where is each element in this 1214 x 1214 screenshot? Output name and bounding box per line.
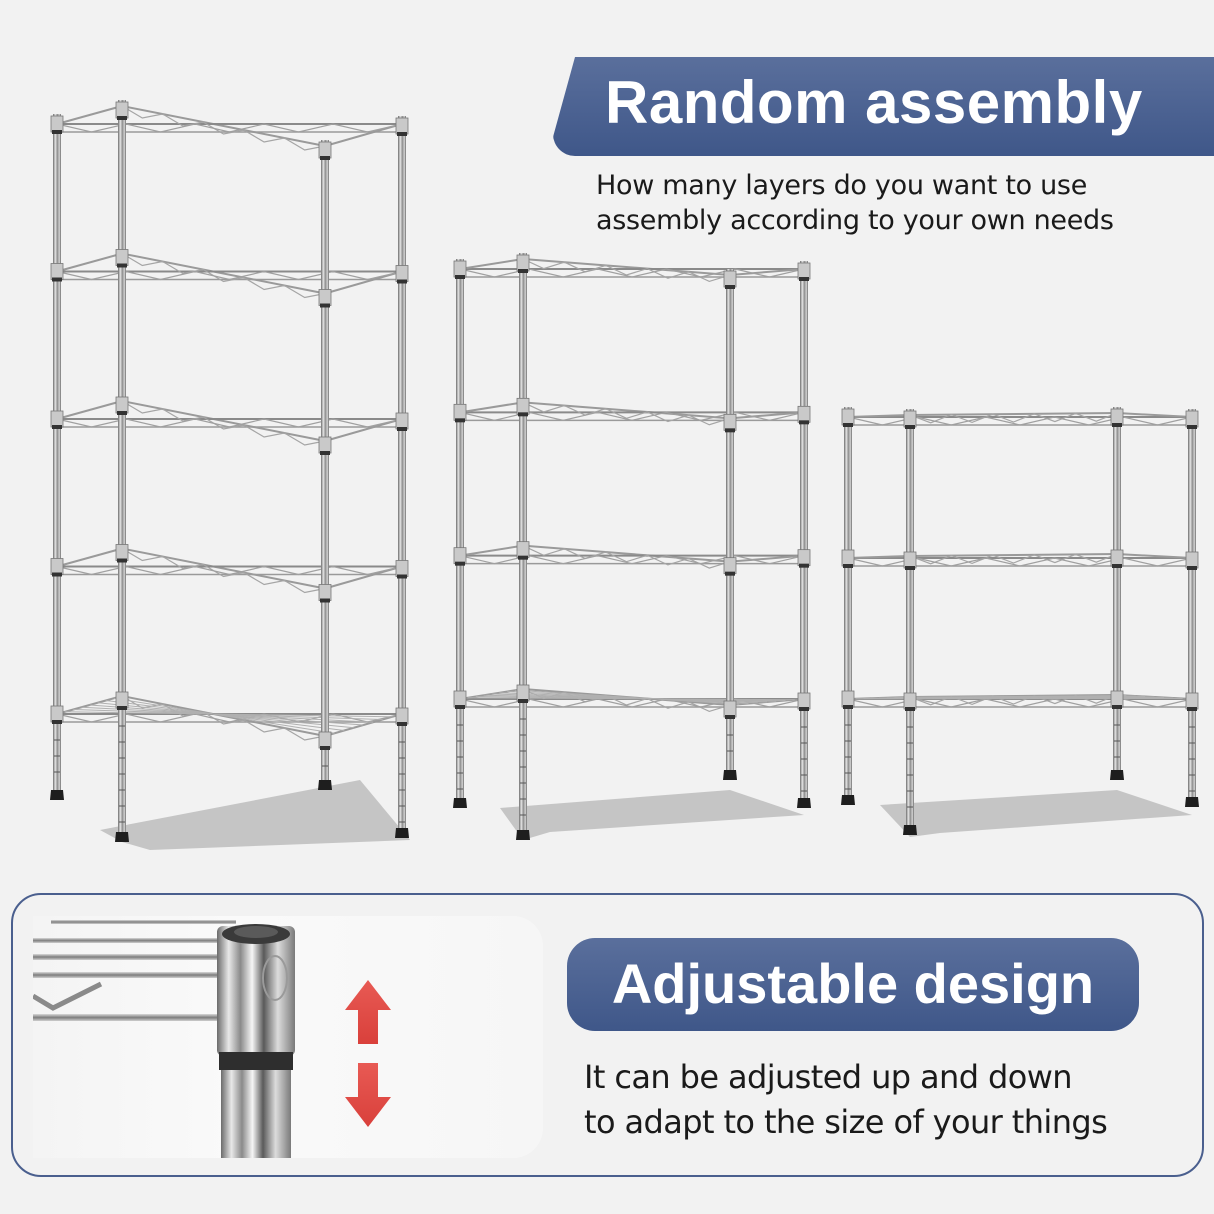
description-line: to adapt to the size of your things: [584, 1103, 1108, 1141]
description-line: assembly according to your own needs: [596, 205, 1114, 236]
wire-shelf-4-tier-icon: [453, 253, 811, 840]
description-line: It can be adjusted up and down: [584, 1058, 1073, 1096]
pole-sleeve-closeup-icon: [33, 920, 295, 1158]
arrow-down-icon: [345, 1063, 391, 1127]
shelf-unit-4-tier: [440, 240, 820, 850]
shelf-unit-3-tier: [830, 395, 1214, 850]
arrow-up-icon: [345, 980, 391, 1044]
random-assembly-banner: Random assembly: [553, 57, 1214, 156]
wire-shelf-3-tier-icon: [841, 407, 1199, 837]
shelf-unit-5-tier: [40, 90, 420, 860]
banner-title-random-assembly: Random assembly: [605, 69, 1143, 136]
random-assembly-description: How many layers do you want to use assem…: [596, 168, 1196, 238]
description-line: How many layers do you want to use: [596, 170, 1088, 201]
adjustable-design-description: It can be adjusted up and down to adapt …: [584, 1055, 1204, 1145]
banner-title-adjustable-design: Adjustable design: [611, 952, 1095, 1015]
pole-sleeve-closeup-image: [33, 916, 543, 1158]
wire-shelf-5-tier-icon: [50, 100, 410, 850]
adjustable-design-banner: Adjustable design: [567, 938, 1139, 1031]
